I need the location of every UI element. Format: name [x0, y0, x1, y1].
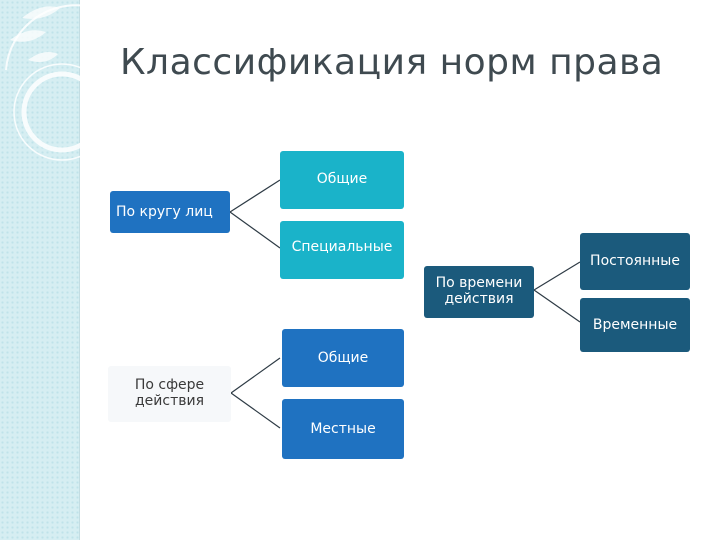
node-sphere-general: Общие	[282, 329, 404, 387]
node-time-root-label: По времени действия	[436, 275, 523, 307]
node-sphere-local: Местные	[282, 399, 404, 459]
node-time-temporary: Временные	[580, 298, 690, 352]
node-circle-special: Специальные	[280, 221, 404, 279]
node-circle-general: Общие	[280, 151, 404, 209]
node-circle-root: По кругу лиц	[110, 191, 230, 233]
node-time-permanent: Постоянные	[580, 233, 690, 290]
node-time-permanent-label: Постоянные	[590, 253, 680, 269]
node-sphere-local-label: Местные	[310, 421, 375, 437]
node-circle-general-label: Общие	[317, 171, 368, 187]
node-time-temporary-label: Временные	[593, 317, 677, 333]
node-sphere-root: По сфере действия	[108, 366, 231, 422]
node-circle-root-label: По кругу лиц	[116, 204, 213, 220]
node-time-root: По времени действия	[424, 266, 534, 318]
node-sphere-root-label: По сфере действия	[135, 377, 204, 409]
node-circle-special-label: Специальные	[292, 239, 393, 255]
node-sphere-general-label: Общие	[318, 350, 369, 366]
